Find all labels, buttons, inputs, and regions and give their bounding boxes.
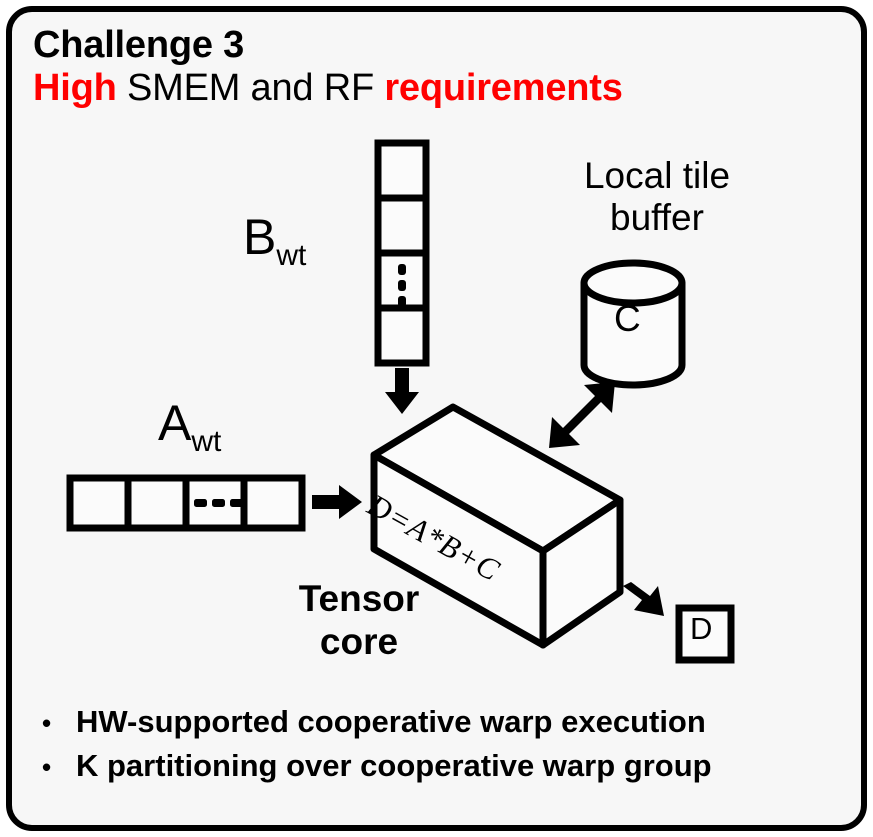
list-item: • HW-supported cooperative warp executio… [42,700,832,744]
b-operand-label-sub: wt [276,239,307,272]
a-operand-label-sub: wt [191,425,222,458]
subtitle-middle: SMEM and RF [116,66,385,109]
list-item: • K partitioning over cooperative warp g… [42,744,832,788]
page-subtitle: High SMEM and RF requirements [33,67,773,110]
bullet-text: HW-supported cooperative warp execution [76,704,706,739]
bullet-marker-icon: • [42,752,52,783]
bullet-text: K partitioning over cooperative warp gro… [76,748,712,784]
buffer-label-line2: buffer [610,196,704,238]
bullet-marker-icon: • [42,708,52,738]
a-operand-label: Awt [158,398,221,457]
page-title: Challenge 3 [33,24,245,66]
subtitle-emphasis-requirements: requirements [384,66,623,109]
local-tile-buffer-label: Local tile buffer [532,155,782,239]
cylinder-label-c: C [614,298,641,339]
tensor-core-label-line2: core [319,620,399,662]
output-label-d: D [690,611,713,646]
title-block: Challenge 3 High SMEM and RF requirement… [33,24,773,109]
buffer-label-line1: Local tile [583,155,731,196]
bullet-list: • HW-supported cooperative warp executio… [42,700,832,788]
tensor-core-label: Tensor core [266,578,452,663]
b-operand-label-base: B [243,209,277,265]
subtitle-emphasis-high: High [33,66,117,109]
tensor-core-label-line1: Tensor [298,578,420,619]
a-operand-label-base: A [158,395,192,451]
b-operand-label: Bwt [243,212,306,271]
